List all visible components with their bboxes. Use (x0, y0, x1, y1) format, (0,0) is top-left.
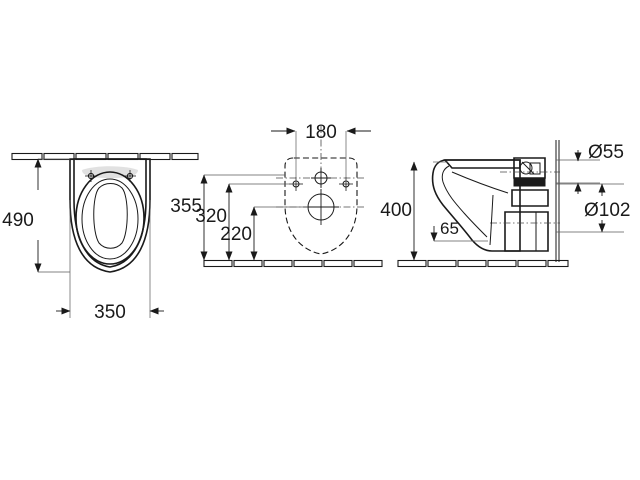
wall-view-floor-bar (203, 259, 383, 268)
dimension-diameter-55: Ø55 (556, 142, 624, 194)
dimension-320-label: 320 (195, 206, 227, 227)
side-view-floor-bar (397, 259, 569, 268)
dimension-diameter-102: Ø102 (556, 183, 630, 233)
dimension-65: 65 (430, 219, 488, 242)
dimension-320: 320 (195, 183, 293, 261)
view-top: 490 350 (2, 152, 199, 323)
dimension-65-label: 65 (440, 219, 459, 238)
dimension-220: 220 (220, 206, 308, 261)
top-view-wall-bar (11, 152, 199, 161)
top-view-mounting-hole-right (124, 170, 136, 182)
side-view-rear-block (504, 157, 549, 252)
wall-view-inlet-hole (311, 168, 331, 188)
top-view-mounting-hole-left (85, 170, 97, 182)
side-view-trap-curve (489, 194, 494, 246)
dimension-220-label: 220 (220, 224, 252, 245)
view-side-section: 400 65 Ø55 Ø102 (380, 140, 630, 268)
dimension-350-label: 350 (94, 302, 126, 323)
dimension-490-label: 490 (2, 210, 34, 231)
dimension-400-label: 400 (380, 200, 412, 221)
dimension-350: 350 (56, 200, 164, 323)
dimension-180-label: 180 (305, 122, 337, 143)
side-view-bowl-body (431, 159, 521, 252)
side-view-inner-bowl-slope (451, 171, 509, 194)
dimension-diameter-55-label: Ø55 (588, 142, 624, 163)
top-view-bowl-opening (93, 183, 128, 249)
dimension-490: 490 (2, 158, 70, 273)
dimension-diameter-102-label: Ø102 (584, 200, 630, 221)
wall-view-bowl-dashed-outline (284, 157, 358, 255)
dimension-355: 355 (170, 174, 285, 261)
dimension-355-label: 355 (170, 196, 202, 217)
dimension-400: 400 (380, 161, 448, 261)
top-view-seat-ring-outer (75, 171, 145, 265)
view-wall-mounting: 180 355 320 220 (170, 122, 383, 268)
dimension-180: 180 (271, 122, 371, 184)
top-view-seat-ring-inner (81, 178, 139, 260)
